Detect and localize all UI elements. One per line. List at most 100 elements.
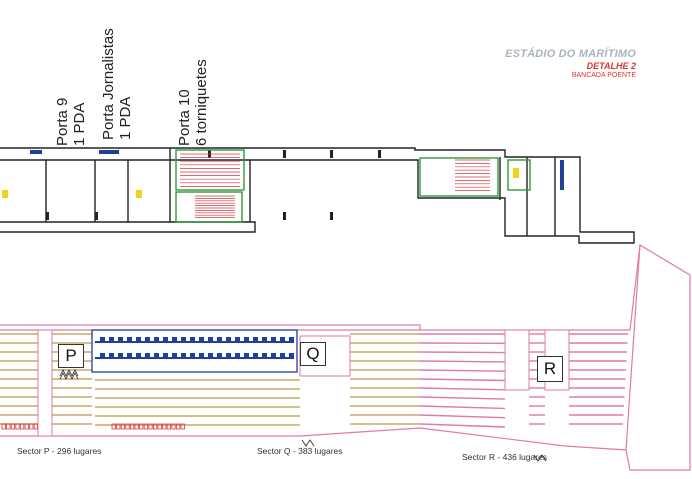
- press-seat: [136, 337, 141, 341]
- gate-info: 1 PDA: [71, 102, 88, 146]
- gate-label-porta-10: Porta 10 6 torniquetes: [176, 59, 210, 146]
- press-seat: [190, 337, 195, 341]
- press-seat: [145, 337, 150, 341]
- press-seat: [262, 353, 267, 357]
- press-seat: [226, 337, 231, 341]
- accessible-seat: [6, 423, 11, 430]
- press-seat: [100, 353, 105, 357]
- stadium-brand: ESTÁDIO DO MARÍTIMO DETALHE 2 BANCADA PO…: [505, 48, 636, 79]
- accessible-seat: [139, 423, 144, 430]
- sector-label-q: Sector Q - 383 lugares: [257, 446, 343, 456]
- turnstile-icons: [59, 369, 547, 462]
- press-seat: [217, 353, 222, 357]
- press-seat: [163, 353, 168, 357]
- gate-booths: [30, 150, 564, 190]
- press-seat: [172, 337, 177, 341]
- gate-name: Porta 9: [54, 97, 71, 146]
- stairs: [180, 153, 490, 218]
- accessible-seats: [1, 423, 185, 430]
- press-seat: [208, 353, 213, 357]
- press-seat: [289, 353, 294, 357]
- accessible-seat: [143, 423, 148, 430]
- gate-label-porta-jornalistas: Porta Jornalistas 1 PDA: [100, 28, 134, 140]
- seat-row: [419, 405, 506, 410]
- accessible-seat: [157, 423, 162, 430]
- gate-name: Porta 10: [176, 89, 193, 146]
- seat-row: [419, 396, 506, 400]
- gate-info: 6 torniquetes: [193, 59, 210, 146]
- press-seat: [199, 337, 204, 341]
- press-box: [91, 329, 298, 373]
- press-seat: [235, 337, 240, 341]
- entrance-doors: [175, 149, 531, 223]
- seat-row: [419, 423, 506, 428]
- accessible-seat: [134, 423, 139, 430]
- seat-row: [419, 369, 506, 372]
- press-seat: [280, 353, 285, 357]
- press-seat: [127, 337, 132, 341]
- press-seat: [244, 337, 249, 341]
- press-seat: [262, 337, 267, 341]
- seat-row: [419, 378, 506, 382]
- press-seat: [271, 337, 276, 341]
- press-seat: [190, 353, 195, 357]
- press-seat: [163, 337, 168, 341]
- seat-row: [419, 387, 506, 391]
- press-seat: [145, 353, 150, 357]
- press-seat: [289, 337, 294, 341]
- sector-letter: R: [543, 359, 557, 378]
- accessible-seat: [152, 423, 158, 430]
- seat-row: [419, 351, 506, 354]
- press-seat: [181, 353, 186, 357]
- accessible-seat: [120, 423, 125, 430]
- press-seat: [127, 353, 132, 357]
- accessible-seat: [175, 423, 181, 430]
- sector-box-q: Q: [300, 342, 326, 366]
- accessible-seat: [116, 423, 121, 430]
- accessible-seat: [162, 423, 167, 430]
- press-seat: [244, 353, 249, 357]
- seat-row: [419, 414, 506, 419]
- press-seat: [118, 337, 123, 341]
- accessible-seat: [180, 423, 185, 430]
- press-seat: [208, 337, 213, 341]
- accessible-seat: [24, 423, 29, 430]
- accessible-seat: [166, 423, 171, 430]
- accessible-seat: [10, 423, 15, 430]
- building-walls: [0, 147, 635, 244]
- gate-name: Porta Jornalistas: [100, 28, 117, 140]
- sector-label-p: Sector P - 296 lugares: [17, 446, 102, 456]
- press-seat: [253, 353, 258, 357]
- press-seat: [100, 337, 105, 341]
- press-seat: [280, 337, 285, 341]
- press-seat: [118, 353, 123, 357]
- accessible-seat: [148, 423, 153, 430]
- press-seat: [199, 353, 204, 357]
- sector-letter: Q: [306, 344, 320, 363]
- yellow-fittings: [2, 168, 519, 198]
- sector-letter: P: [65, 346, 77, 365]
- press-seat: [136, 353, 141, 357]
- gate-info: 1 PDA: [117, 96, 134, 140]
- press-seat: [271, 353, 276, 357]
- press-seat: [154, 337, 159, 341]
- press-seat: [109, 337, 114, 341]
- press-seat: [235, 353, 240, 357]
- accessible-seat: [129, 423, 135, 430]
- press-seat: [217, 337, 222, 341]
- accessible-seat: [15, 423, 20, 430]
- seat-row: [419, 360, 506, 363]
- gate-label-porta-9: Porta 9 1 PDA: [54, 98, 88, 146]
- press-seat: [172, 353, 177, 357]
- stadium-name: ESTÁDIO DO MARÍTIMO: [505, 48, 636, 60]
- accessible-seat: [1, 423, 6, 430]
- press-seat: [109, 353, 114, 357]
- accessible-seat: [171, 423, 176, 430]
- press-seat: [181, 337, 186, 341]
- sector-label-r: Sector R - 436 lugares: [462, 452, 548, 462]
- sector-box-r: R: [537, 356, 563, 382]
- stand-name: BANCADA POENTE: [571, 72, 636, 79]
- accessible-seat: [33, 423, 39, 430]
